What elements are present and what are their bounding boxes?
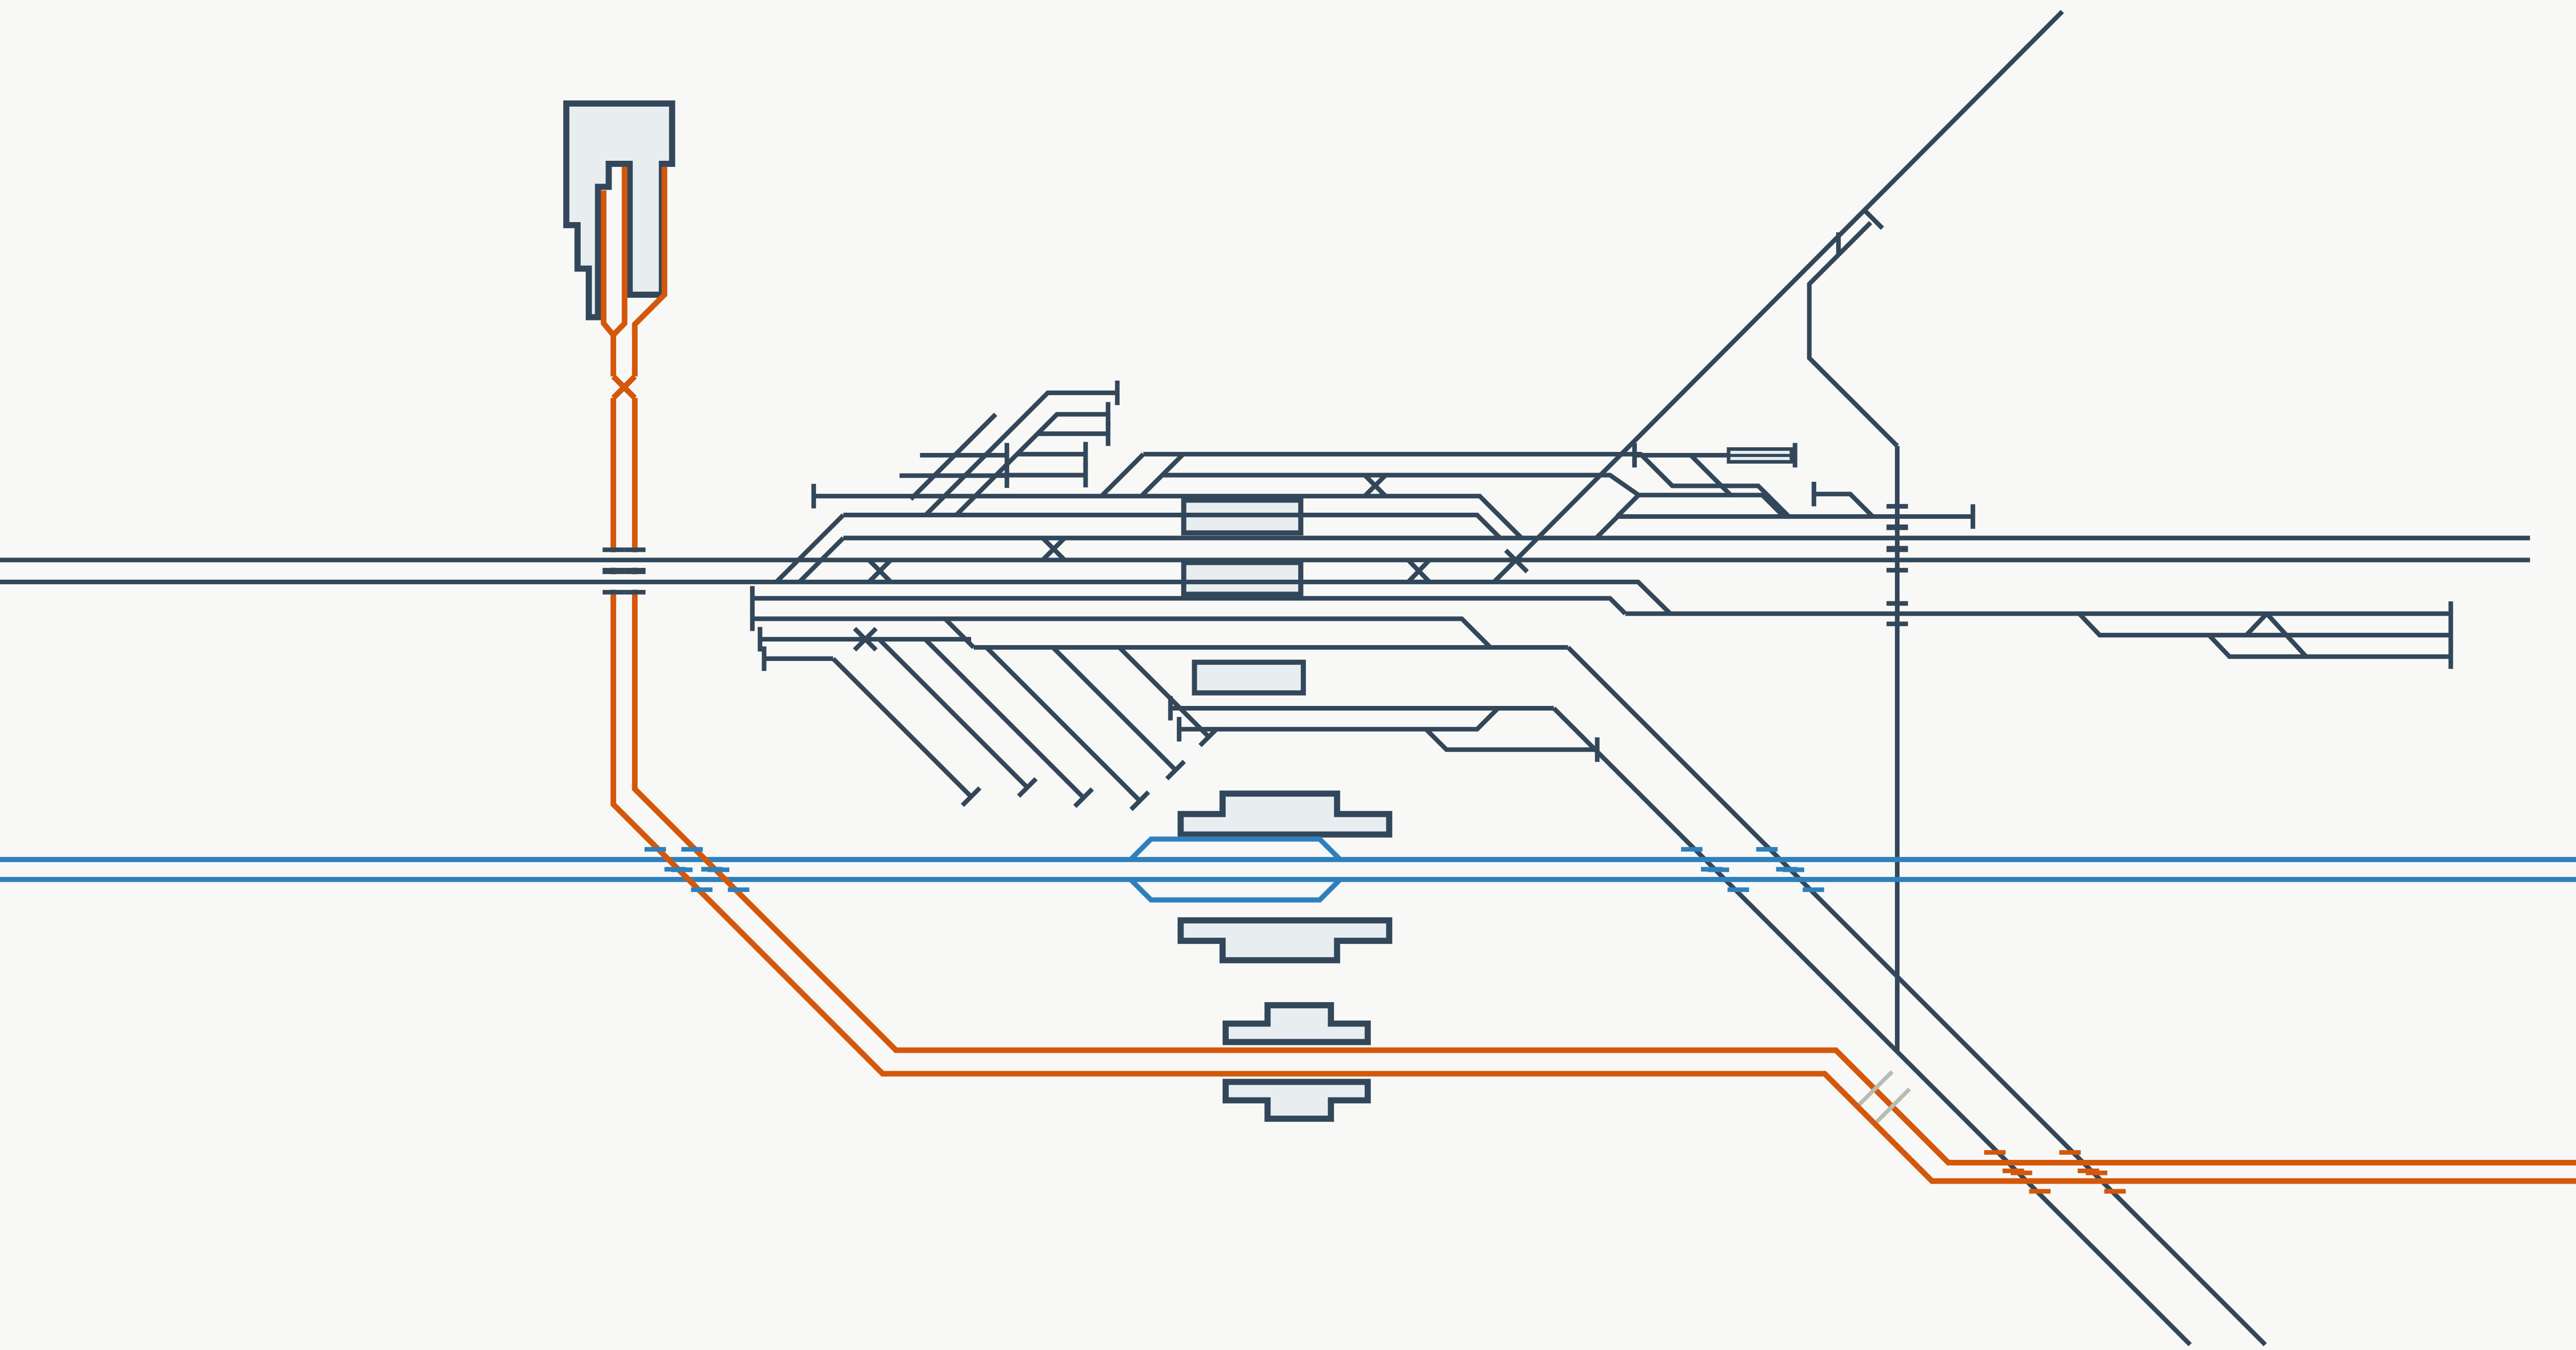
loop-track-997-lead [774,513,845,584]
layer-blue-line [0,836,2576,903]
layer-orange-route [601,166,2576,1184]
blue-loop-top [1128,836,1342,862]
buffer-stop [1129,790,1150,812]
lower-siding-1416 [1179,707,1499,732]
platform3-north-lead [943,617,976,649]
main-line-lower [0,579,1672,616]
terminal-station-building [563,100,675,320]
loop-track-997 [843,513,1502,540]
fan-siding-4 [985,646,1142,803]
buffer-stop [1863,209,1884,230]
layer-buffer-stops [750,209,2453,812]
buffer-stop [1165,760,1186,781]
crossover-x2b [867,558,893,584]
platform1-north-track [814,494,1523,540]
east-siding-link-down [2265,612,2308,659]
east-siding-3 [2207,633,2451,659]
upper-yard-track [1143,451,1792,519]
gray-bridge-mark-2 [1858,1070,1894,1106]
station-hall-above-orange [1223,1002,1371,1045]
blue-loop-bottom [1128,878,1342,903]
fan-siding-6 [1117,646,1211,739]
yard-bottom-track [1595,514,1973,540]
lower-track-1200 [752,616,1493,649]
southeast-diagonal-right [1566,646,2267,1346]
orange-route-lower [611,589,2576,1184]
orange-terminal-mid-leg [611,166,628,338]
wagon-siding-diag [1689,453,1733,497]
layer-platforms [1181,447,1793,696]
ladder-diag-1 [1099,452,1145,498]
fan-siding-2 [877,637,1029,789]
crossover-x1b [853,627,878,652]
layer-gray-symbols [1858,1070,1911,1123]
buffer-stop [1198,727,1219,748]
orange-scissors-b [611,374,637,400]
crossover-x5b [1363,473,1387,498]
buffer-stop [1073,787,1094,808]
yard-loop-left-leg [1615,493,1640,518]
east-siding-link-up [2244,612,2269,637]
fan-siding-3 [923,637,1086,800]
yard-loop-top [1638,493,1786,518]
throat-diagonal-2 [954,412,1108,517]
platform2-south-track [752,596,1627,616]
orange-route-upper [632,589,2576,1166]
buffer-stop [960,786,981,807]
orange-terminal-right-leg [632,166,668,377]
platform1-south-lead [798,536,845,584]
platform-2 [1181,560,1303,597]
lower-stub-east [1424,728,1598,752]
station-hall-below-blue [1177,917,1393,964]
diagonal-main-line [1492,10,2064,584]
upper-yard-track-2 [1162,472,1640,497]
fan-siding-5 [1051,646,1177,772]
platform-3 [1192,660,1306,696]
station-hall-below-orange [1223,1078,1371,1122]
fan-siding-1 [831,657,973,799]
buffer-stop [1017,777,1038,798]
orange-terminal-left-leg [601,190,616,337]
southeast-diagonal-left [1552,706,2192,1346]
station-hall-above-blue [1177,790,1393,838]
gray-bridge-mark-1 [1875,1087,1911,1123]
crossover-x3b [1041,536,1066,562]
yard-stub-east [1814,492,1875,518]
diagonal-crossover [1504,548,1529,573]
layer-navy-tracks [0,10,2530,1346]
east-siding-2 [2077,612,2451,638]
crossover-x4b [1406,558,1431,584]
layer-buildings [563,100,1393,1122]
layer-crossing-ticks [602,504,2126,1194]
